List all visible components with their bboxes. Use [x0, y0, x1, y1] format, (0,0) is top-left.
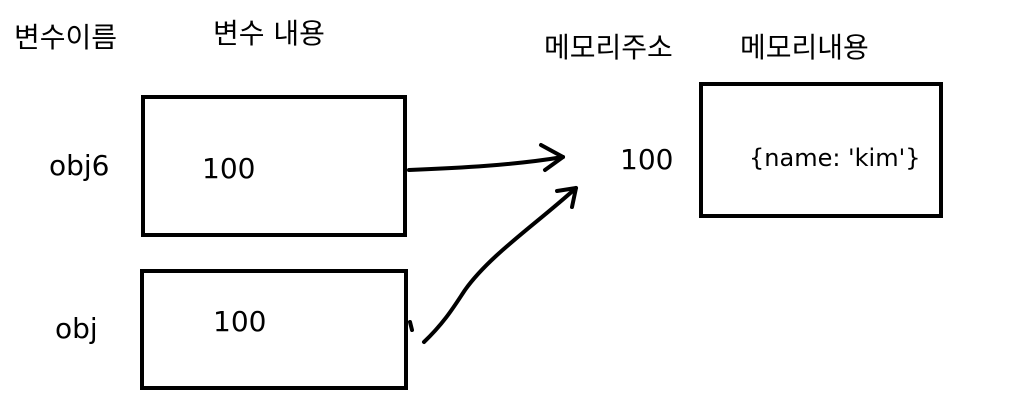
arrow-obj-to-memory: [422, 186, 578, 344]
header-variable-content: 변수 내용: [213, 17, 325, 50]
memory-box: [699, 82, 943, 218]
variable-name-obj6: obj6: [49, 149, 110, 182]
variable-name-obj: obj: [55, 312, 98, 345]
arrow-tick-mark: [408, 320, 414, 332]
variable-box-obj: [140, 269, 408, 390]
memory-address-value: 100: [620, 143, 674, 176]
arrowhead-obj6: [539, 143, 565, 172]
header-variable-name: 변수이름: [14, 21, 118, 54]
arrowhead-obj: [555, 186, 578, 209]
memory-content-value: {name: 'kim'}: [749, 144, 921, 172]
variable-value-obj6: 100: [202, 152, 256, 185]
variable-value-obj: 100: [213, 305, 267, 338]
variable-box-obj6: [141, 95, 407, 237]
header-memory-address: 메모리주소: [544, 31, 673, 64]
header-memory-content: 메모리내용: [740, 31, 869, 64]
arrow-obj6-to-memory: [407, 155, 565, 172]
